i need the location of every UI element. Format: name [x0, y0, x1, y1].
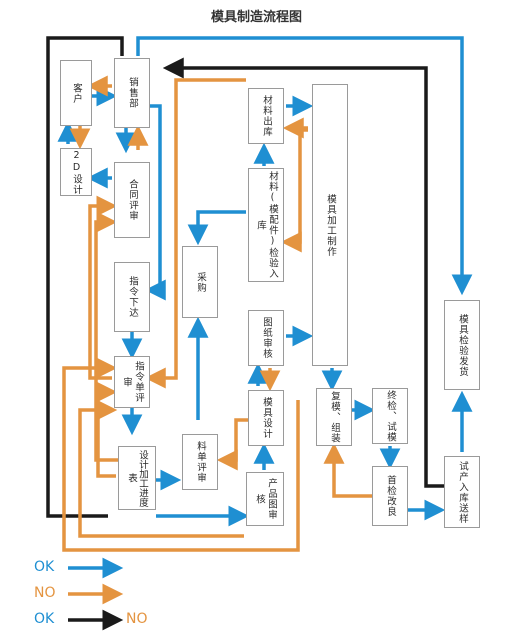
box-product-review: 产品图审核	[246, 472, 284, 526]
box-order-review: 指令单评审	[114, 356, 150, 408]
legend-ok-label: OK	[34, 559, 55, 575]
box-mold-design: 模具设计	[248, 390, 284, 446]
black-loop-left	[46, 36, 124, 518]
orange-molddesign-materialreview	[216, 418, 248, 471]
orange-schedule-contract	[94, 211, 118, 462]
orange-bottom-orderreview	[62, 357, 300, 552]
blue-sales-to-inspect	[136, 36, 473, 296]
legend-pair-no-label: NO	[126, 611, 148, 627]
box-final-trial: 终检、试模	[372, 388, 408, 444]
black-loop-right	[162, 57, 456, 488]
orange-inspect-orderreview	[144, 78, 246, 389]
box-assembly: 复模、组装	[316, 388, 352, 446]
box-schedule: 设计加工进度表	[118, 446, 156, 510]
blue-inspect-purchase	[187, 210, 246, 246]
legend-pair-ok-label: OK	[34, 611, 55, 627]
box-order-issue: 指令下达	[114, 262, 150, 332]
blue-sales-to-order	[144, 104, 166, 301]
box-sales: 销售部	[114, 58, 150, 128]
box-material-inspect: 材料(模配件)检验入库	[248, 168, 284, 282]
box-mold-inspect: 模具检验发货	[444, 300, 480, 390]
box-material-out: 材料出库	[248, 88, 284, 144]
box-material-review: 料单评审	[182, 434, 218, 490]
box-contract-review: 合同评审	[114, 162, 150, 238]
box-trial-storage: 试产入库送样	[444, 456, 480, 528]
box-manufacture: 模具加工制作	[312, 84, 348, 366]
orange-orderreview-loop	[96, 381, 118, 478]
page-title: 模具制造流程图	[210, 10, 302, 25]
box-drawing-review: 图纸审核	[248, 310, 284, 366]
box-purchase: 采购	[182, 246, 218, 318]
box-first-check: 首检改良	[372, 466, 408, 526]
legend-no-label: NO	[34, 585, 56, 601]
orange-order-contract	[88, 195, 118, 380]
box-2d-design: 2D设计	[60, 148, 92, 196]
orange-product-schedule	[78, 399, 244, 538]
box-customer: 客户	[60, 60, 92, 126]
orange-firstcheck-assembly	[323, 442, 372, 498]
orange-manufacture-inspect	[280, 128, 308, 253]
